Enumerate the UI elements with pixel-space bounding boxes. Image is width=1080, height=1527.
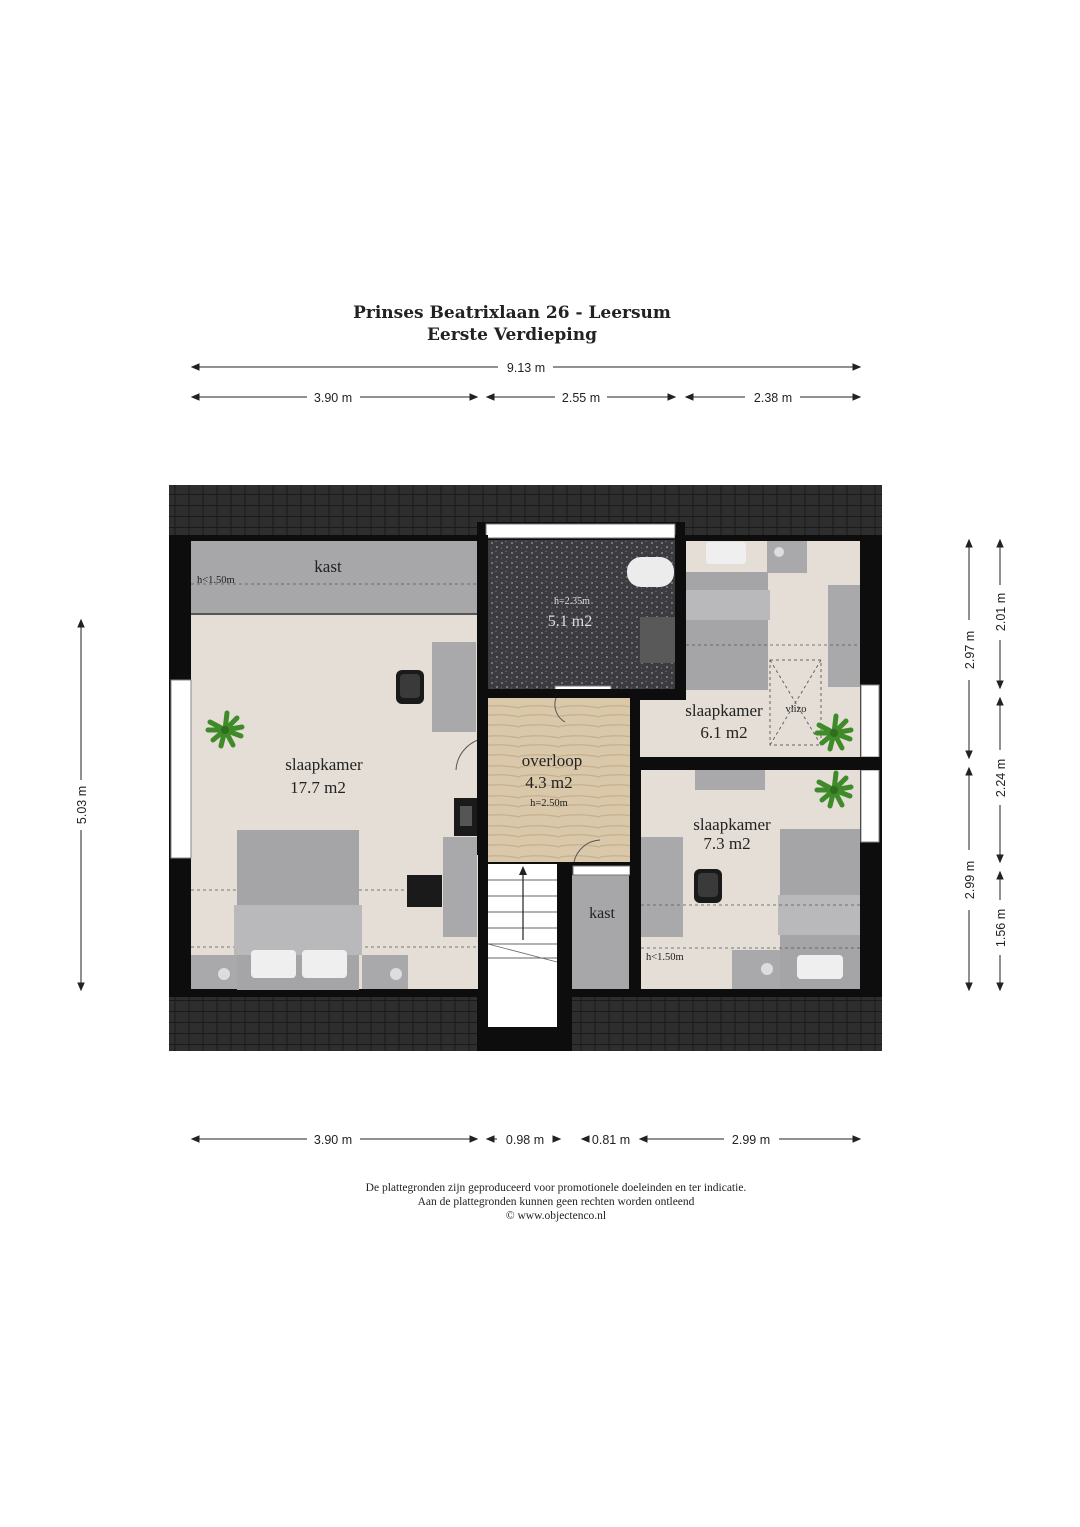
kast-top-closet	[191, 541, 477, 614]
dim-bottom-4: 2.99 m	[732, 1133, 770, 1147]
bedroom-medium-label: slaapkamer	[693, 815, 771, 834]
dim-bottom-3: 0.81 m	[592, 1133, 630, 1147]
dim-right-inner-top: 2.01 m	[994, 593, 1008, 631]
dim-right-outer-bottom: 2.99 m	[963, 861, 977, 899]
room-bathroom	[485, 523, 676, 697]
desk-left	[443, 837, 477, 937]
kast-top-label: kast	[314, 557, 342, 576]
bedroom-small-label: slaapkamer	[685, 701, 763, 720]
kast-bottom-closet	[572, 865, 631, 989]
office-chair-right	[694, 869, 722, 903]
room-bedroom-small	[640, 541, 880, 758]
plan-address-title: Prinses Beatrixlaan 26 - Leersum	[353, 303, 671, 323]
window-right-top	[860, 684, 880, 758]
window-left	[170, 679, 192, 859]
dim-top-total: 9.13 m	[507, 361, 545, 375]
landing-area: 4.3 m2	[525, 773, 572, 792]
dimension-labels: 9.13 m 3.90 m 2.55 m 2.38 m 5.03 m 2.97 …	[75, 361, 1008, 1147]
bedroom-large-area: 17.7 m2	[290, 778, 346, 797]
dim-right-outer-top: 2.97 m	[963, 631, 977, 669]
plan-floor-title: Eerste Verdieping	[426, 325, 598, 345]
interior-walls	[477, 535, 882, 1051]
dim-bottom-1: 3.90 m	[314, 1133, 352, 1147]
kast-bottom-label: kast	[589, 905, 615, 922]
nightstand-top	[767, 541, 807, 573]
bathroom-height: h=2.35m	[554, 596, 590, 607]
bathroom-area: 5.1 m2	[548, 613, 592, 630]
disclaimer-line-3: © www.objectenco.nl	[505, 1210, 607, 1222]
disclaimer-line-2: Aan de plattegronden kunnen geen rechten…	[417, 1196, 695, 1208]
bedroom-large-label: slaapkamer	[285, 755, 363, 774]
landing-label: overloop	[522, 751, 582, 770]
desk-chair	[407, 875, 442, 907]
dim-right-inner-bottom: 1.56 m	[994, 909, 1008, 947]
dim-top-middle: 2.55 m	[562, 391, 600, 405]
bedroom-medium-height: h<1.50m	[646, 952, 684, 963]
kast-top-height: h<1.50m	[197, 575, 235, 586]
dim-bottom-2: 0.98 m	[506, 1133, 544, 1147]
room-bedroom-large	[170, 541, 478, 990]
dim-right-inner-middle: 2.24 m	[994, 759, 1008, 797]
staircase	[487, 864, 558, 1027]
room-bedroom-medium	[641, 769, 880, 989]
room-landing	[455, 697, 646, 863]
vlizo-hatch	[769, 659, 822, 746]
dim-top-right: 2.38 m	[754, 391, 792, 405]
wall-shelf	[695, 770, 765, 790]
dim-top-left: 3.90 m	[314, 391, 352, 405]
desk-right	[641, 837, 683, 937]
wardrobe-desk	[432, 642, 476, 732]
bedroom-small-area: 6.1 m2	[700, 723, 747, 742]
toilet	[627, 557, 674, 587]
shelf-right	[828, 585, 860, 687]
office-chair	[396, 670, 424, 704]
disclaimer-line-1: De plattegronden zijn geproduceerd voor …	[365, 1182, 747, 1194]
dimension-lines	[77, 363, 1004, 1143]
nightstand-left	[191, 955, 237, 989]
bath-sink	[640, 617, 675, 663]
dim-left-height: 5.03 m	[75, 786, 89, 824]
landing-height: h=2.50m	[530, 798, 568, 809]
bedroom-medium-area: 7.3 m2	[703, 834, 750, 853]
vlizo-label: vlizo	[786, 704, 807, 715]
window-right-bottom	[860, 769, 880, 843]
single-bed-top	[686, 572, 768, 690]
